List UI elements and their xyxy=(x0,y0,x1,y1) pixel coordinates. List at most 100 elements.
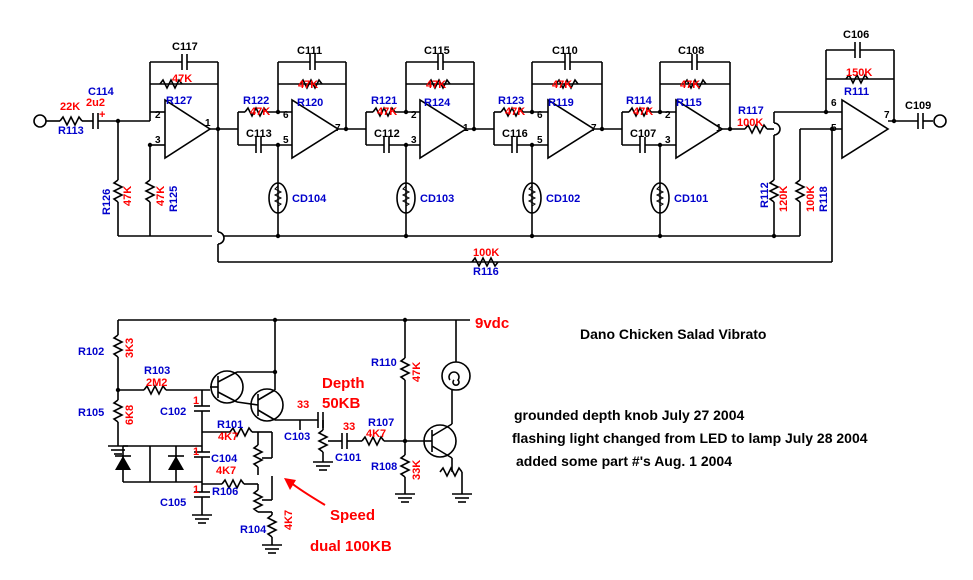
label-stage3-cds: CD102 xyxy=(546,193,580,205)
svg-text:3: 3 xyxy=(411,135,417,146)
speed-value: dual 100KB xyxy=(310,538,392,555)
depth-value: 50KB xyxy=(322,395,361,412)
label-r127: R127 xyxy=(166,95,192,107)
label-r106-value: 4K7 xyxy=(216,465,236,477)
label-stage4-rin-value: 47K xyxy=(633,106,653,118)
output-mixer-stage xyxy=(744,42,947,262)
label-r127-value: 47K xyxy=(172,73,192,85)
label-c109: C109 xyxy=(905,100,931,112)
svg-text:1: 1 xyxy=(463,123,469,134)
label-c101: C101 xyxy=(335,452,361,464)
lfo-section xyxy=(108,317,472,554)
opamp-input xyxy=(164,98,212,160)
label-r102-value: 3K3 xyxy=(124,338,136,358)
label-r105-value: 6K8 xyxy=(124,405,136,425)
output-jack xyxy=(933,114,947,128)
label-stage1-rin: R122 xyxy=(243,95,269,107)
label-stage1-rin-value: 47K xyxy=(250,106,270,118)
label-stage2-rin-value: 47K xyxy=(377,106,397,118)
label-r126-value: 47K xyxy=(122,186,134,206)
resistor-r126 xyxy=(112,179,124,203)
svg-text:1: 1 xyxy=(205,118,211,129)
label-stage1-csh: C113 xyxy=(246,128,272,140)
label-c105-value: 1 xyxy=(193,484,199,496)
label-r107-value: 4K7 xyxy=(366,428,386,440)
label-c114-plus: + xyxy=(99,109,105,121)
label-stage2-csh: C112 xyxy=(374,128,400,140)
svg-text:7: 7 xyxy=(335,123,341,134)
label-stage2-cfb: C115 xyxy=(424,45,450,57)
label-r101-value: 4K7 xyxy=(218,431,238,443)
svg-text:1: 1 xyxy=(716,123,722,134)
label-c102: C102 xyxy=(160,406,186,418)
label-c105: C105 xyxy=(160,497,186,509)
label-stage3-csh: C116 xyxy=(502,128,528,140)
label-stage4-cfb: C108 xyxy=(678,45,704,57)
allpass-stage-2 xyxy=(365,54,494,239)
label-stage1-rfb-value: 47K xyxy=(298,79,318,91)
label-stage2-rfb: R124 xyxy=(424,97,451,109)
label-stage4-csh: C107 xyxy=(630,128,656,140)
label-c117: C117 xyxy=(172,41,198,53)
schematic-title: Dano Chicken Salad Vibrato xyxy=(580,326,766,342)
svg-text:2: 2 xyxy=(155,110,161,121)
label-c103: C103 xyxy=(284,431,310,443)
label-r103-value: 2M2 xyxy=(146,377,167,389)
label-r126: R126 xyxy=(101,189,113,215)
label-r101: R101 xyxy=(217,419,243,431)
label-stage4-rin: R114 xyxy=(626,95,653,107)
label-r104: R104 xyxy=(240,524,267,536)
label-r113-value: 22K xyxy=(60,101,80,113)
svg-text:2: 2 xyxy=(665,110,671,121)
svg-text:3: 3 xyxy=(155,135,161,146)
label-stage2-rfb-value: 47K xyxy=(426,79,446,91)
speed-label: Speed xyxy=(330,507,375,524)
label-stage2-rin: R121 xyxy=(371,95,397,107)
label-r118: R118 xyxy=(818,186,830,212)
label-stage3-rfb: R119 xyxy=(548,97,574,109)
label-c106: C106 xyxy=(843,29,869,41)
label-stage4-cds: CD101 xyxy=(674,193,708,205)
label-stage3-cfb: C110 xyxy=(552,45,578,57)
resistor-r113 xyxy=(59,115,83,127)
label-c114: C114 xyxy=(88,86,115,98)
label-c114-value: 2u2 xyxy=(86,97,105,109)
label-r113: R113 xyxy=(58,125,84,137)
label-r118-value: 100K xyxy=(805,186,817,212)
label-stage1-rfb: R120 xyxy=(297,97,323,109)
svg-text:3: 3 xyxy=(665,135,671,146)
note-3: added some part #'s Aug. 1 2004 xyxy=(516,453,732,469)
label-r125: R125 xyxy=(168,186,180,212)
label-stage3-rfb-value: 47K xyxy=(552,79,572,91)
label-r110: R110 xyxy=(371,357,397,369)
label-c104: C104 xyxy=(211,453,238,465)
allpass-stage-1 xyxy=(237,54,366,239)
resistor-r127 xyxy=(159,78,183,90)
label-c102-value: 1 xyxy=(193,395,199,407)
label-r116-value: 100K xyxy=(473,247,499,259)
label-r117-value: 100K xyxy=(737,117,763,129)
label-r105: R105 xyxy=(78,407,104,419)
label-c103-value: 33 xyxy=(297,399,309,411)
svg-text:5: 5 xyxy=(831,123,837,134)
label-r112-value: 120K xyxy=(778,186,790,212)
label-stage1-cds: CD104 xyxy=(292,193,327,205)
svg-text:2: 2 xyxy=(411,110,417,121)
svg-text:6: 6 xyxy=(537,110,543,121)
label-supply: 9vdc xyxy=(475,315,509,332)
label-r108: R108 xyxy=(371,461,397,473)
label-r117: R117 xyxy=(738,105,764,117)
allpass-stage-4 xyxy=(621,54,745,239)
label-stage4-rfb-value: 47K xyxy=(680,79,700,91)
label-r110-value: 47K xyxy=(411,362,423,382)
label-c101-value: 33 xyxy=(343,421,355,433)
label-r116: R116 xyxy=(473,266,499,278)
label-r112: R112 xyxy=(759,182,771,208)
svg-text:5: 5 xyxy=(283,135,289,146)
note-1: grounded depth knob July 27 2004 xyxy=(514,407,744,423)
label-stage3-rin-value: 47K xyxy=(505,106,525,118)
depth-label: Depth xyxy=(322,375,365,392)
label-r106: R106 xyxy=(212,486,238,498)
